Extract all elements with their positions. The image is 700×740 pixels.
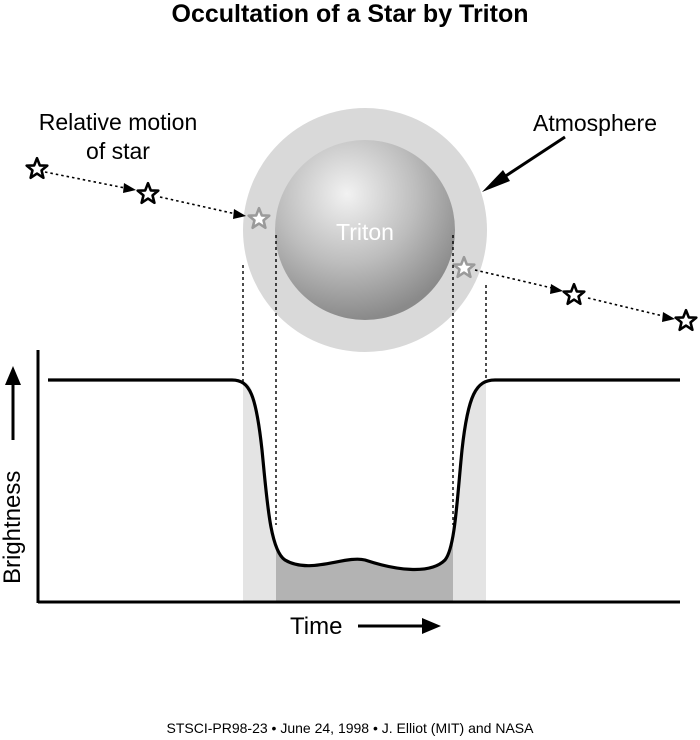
light-curve xyxy=(48,378,680,571)
arrow-right-icon xyxy=(422,618,441,634)
projection-lines xyxy=(242,235,487,525)
credit-line: STSCI-PR98-23 • June 24, 1998 • J. Ellio… xyxy=(166,720,534,736)
relative-motion-line2: of star xyxy=(86,138,150,164)
relative-motion-caption: Relative motion of star xyxy=(8,108,228,166)
star-path-arrowheads xyxy=(123,183,675,322)
star-path xyxy=(44,171,664,317)
atmosphere-pointer-head xyxy=(482,170,510,192)
triton-body xyxy=(275,140,455,320)
diagram-title: Occultation of a Star by Triton xyxy=(171,0,529,28)
star-icon xyxy=(674,308,698,332)
atmosphere-pointer xyxy=(494,135,566,185)
star-icon xyxy=(25,156,49,180)
star-icon xyxy=(562,282,586,306)
triton-label: Triton xyxy=(336,219,394,245)
time-axis-label: Time xyxy=(290,613,343,640)
relative-motion-line1: Relative motion xyxy=(38,109,198,135)
star-icon xyxy=(136,181,160,205)
atmosphere-label: Atmosphere xyxy=(533,110,658,136)
arrow-up-icon xyxy=(5,366,21,385)
brightness-axis-label: Brightness xyxy=(0,470,26,584)
curve-mask xyxy=(243,382,486,570)
